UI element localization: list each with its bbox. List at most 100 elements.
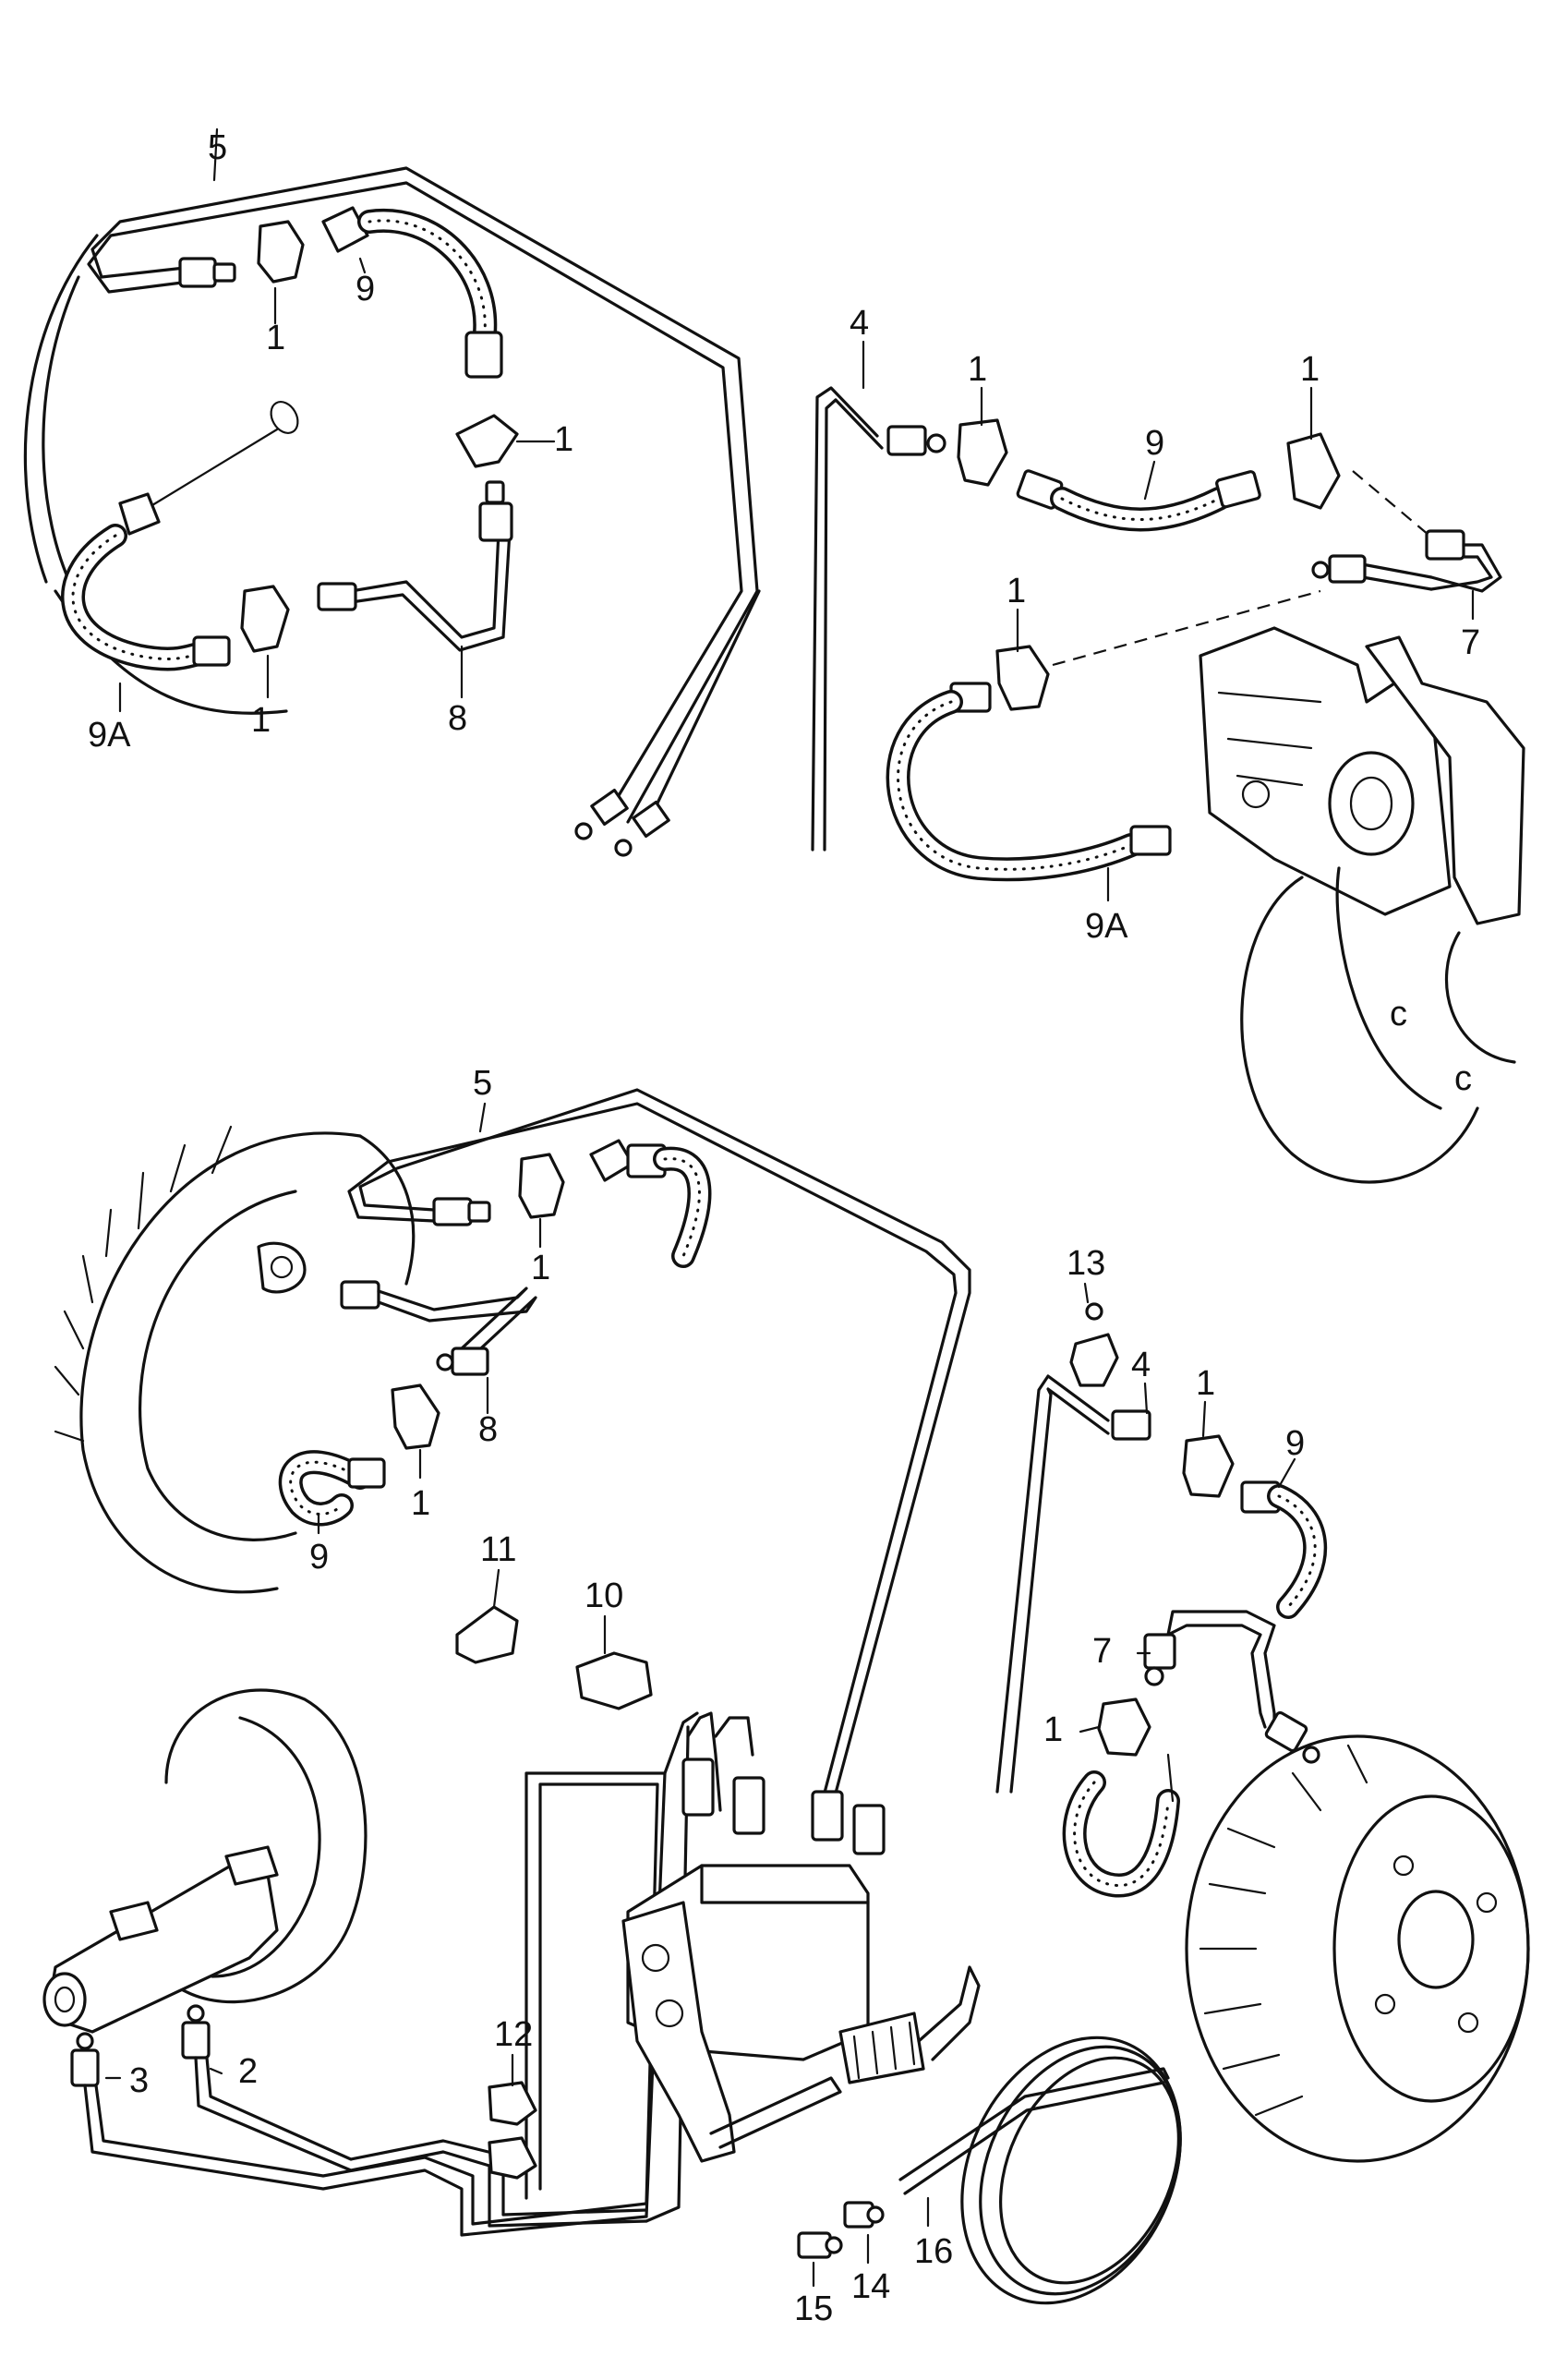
callout-1-top-left-c: 1 [251, 701, 271, 740]
callout-9-bottom-a: 9 [309, 1538, 329, 1577]
clip-1-mid [455, 414, 519, 468]
brake-disc-outer [1240, 876, 1479, 1184]
callout-9-top-right: 9 [1145, 424, 1164, 463]
line-4-b-fitting [1111, 1409, 1151, 1441]
brake-line-8 [349, 529, 500, 639]
line-7-b-end [1264, 1710, 1308, 1753]
part-11-clip [455, 1605, 519, 1664]
callout-4-bottom: 4 [1131, 1346, 1151, 1384]
callout-12-bottom: 12 [494, 2015, 533, 2054]
hose-9-tr-right [1215, 470, 1261, 509]
regulator-spring [838, 2012, 925, 2084]
part-2-fitting [181, 2021, 211, 2060]
rotor-hub [1397, 1890, 1475, 1989]
brake-line-5-bottom-b [347, 1102, 958, 1812]
part-16-coil-c [999, 2056, 1180, 2285]
drum-outer [79, 1131, 362, 1594]
clip-1-tr-c [995, 645, 1050, 711]
callout-8-top-left: 8 [448, 699, 467, 738]
clip-1-top [257, 220, 305, 284]
line-8-top-fitting [478, 501, 513, 542]
line-4-fitting [886, 425, 927, 456]
brake-line-7 [1429, 543, 1502, 593]
callout-7-top-right: 7 [1461, 623, 1480, 662]
part-12-clip-b [488, 2136, 537, 2180]
brake-line-5-tube-c [651, 589, 761, 815]
brake-line-5-bottom-a [358, 1088, 971, 1812]
callout-9a-top-right: 9A [1085, 907, 1128, 946]
callout-9a-top-left: 9A [88, 716, 131, 755]
brake-line-7-b [1166, 1610, 1276, 1724]
top-left-assembly [23, 127, 761, 857]
part-13 [1069, 1333, 1119, 1387]
servo-outer [164, 1688, 368, 2004]
regulator-bracket [621, 1901, 736, 2163]
fitting-nut-a [574, 822, 593, 840]
wheel-arc [23, 234, 99, 584]
callout-1-bottom-c: 1 [1196, 1364, 1215, 1403]
brake-line-8-b [377, 1287, 528, 1350]
callout-7-bottom: 7 [1092, 1632, 1112, 1671]
callout-9-top-left: 9 [356, 270, 375, 308]
clip-1-lower [240, 585, 290, 653]
brake-line-4-b [995, 1374, 1110, 1794]
line-7-fitting [1425, 529, 1465, 561]
line-8-b-fitting [340, 1280, 380, 1310]
caliper-bracket [1365, 635, 1525, 925]
top-right-assembly: c c [811, 340, 1525, 1184]
callout-4-top-right: 4 [850, 304, 869, 343]
washer [270, 401, 299, 434]
callout-13-bottom: 13 [1067, 1244, 1105, 1283]
callout-1-top-right-c: 1 [1007, 572, 1026, 610]
valve-bolt-d [852, 1804, 886, 1855]
caliper-piston [1328, 751, 1415, 856]
callout-16-bottom: 16 [914, 2232, 953, 2271]
master-cylinder-port-b [224, 1845, 279, 1886]
callout-1-bottom-d: 1 [1043, 1710, 1063, 1749]
clip-1-b-c [1182, 1434, 1235, 1498]
hose-9-fitting [321, 206, 369, 253]
callout-2-bottom: 2 [238, 2052, 258, 2091]
callout-11-bottom: 11 [480, 1530, 516, 1569]
callout-10-bottom: 10 [585, 1577, 623, 1615]
brake-disc-hub [1445, 931, 1516, 1064]
line-7-b-fitting [1143, 1633, 1176, 1670]
brake-line-5-tube-b [87, 181, 743, 813]
part-16-coil-b [979, 2045, 1182, 2296]
line-5-b-fitting [432, 1197, 473, 1226]
drum-inner [139, 1190, 297, 1541]
fitting-end-a [590, 788, 629, 827]
callout-5-top: 5 [208, 128, 227, 167]
hose-9a-end [192, 635, 231, 667]
clip-1-b-d [1097, 1697, 1151, 1757]
hose-9a-tr-end [1129, 825, 1172, 856]
rotor-inner [1332, 1794, 1530, 2103]
brake-disc-inner [1335, 866, 1442, 1110]
clip-1-b-b [391, 1383, 440, 1450]
bottom-assembly [42, 1088, 1530, 2305]
drum-back [358, 1134, 416, 1286]
guide-tr-b [1052, 589, 1321, 667]
callout-labels: 5 9 1 1 1 9A 8 4 1 9 1 1 7 9A 5 1 8 1 9 … [88, 128, 1480, 2328]
fitting-end-b [632, 800, 670, 839]
brake-line-3 [83, 2084, 648, 2237]
callout-1-top-right-b: 1 [1300, 350, 1320, 389]
hose-9-b-curve-end [347, 1457, 386, 1489]
callout-1-top-left-b: 1 [554, 420, 573, 459]
fitting-nut-b [614, 839, 633, 857]
regulator-hook [917, 1965, 981, 2061]
wheel-arc-inner [42, 275, 80, 593]
line-7-nut [1311, 561, 1330, 579]
hose-9-end [464, 331, 503, 379]
regulator-lever [709, 2076, 842, 2149]
brake-line-2 [194, 2056, 648, 2228]
drum-boss [257, 1241, 307, 1294]
clip-1-tr-b [1286, 432, 1341, 510]
clip-1-b-a [518, 1153, 565, 1219]
hose-9a-top-fitting [118, 492, 161, 536]
line-7-end [1328, 554, 1367, 584]
valve-bolt-c [811, 1790, 844, 1842]
callout-3-bottom: 3 [129, 2061, 149, 2100]
part-10-clip [575, 1651, 653, 1710]
